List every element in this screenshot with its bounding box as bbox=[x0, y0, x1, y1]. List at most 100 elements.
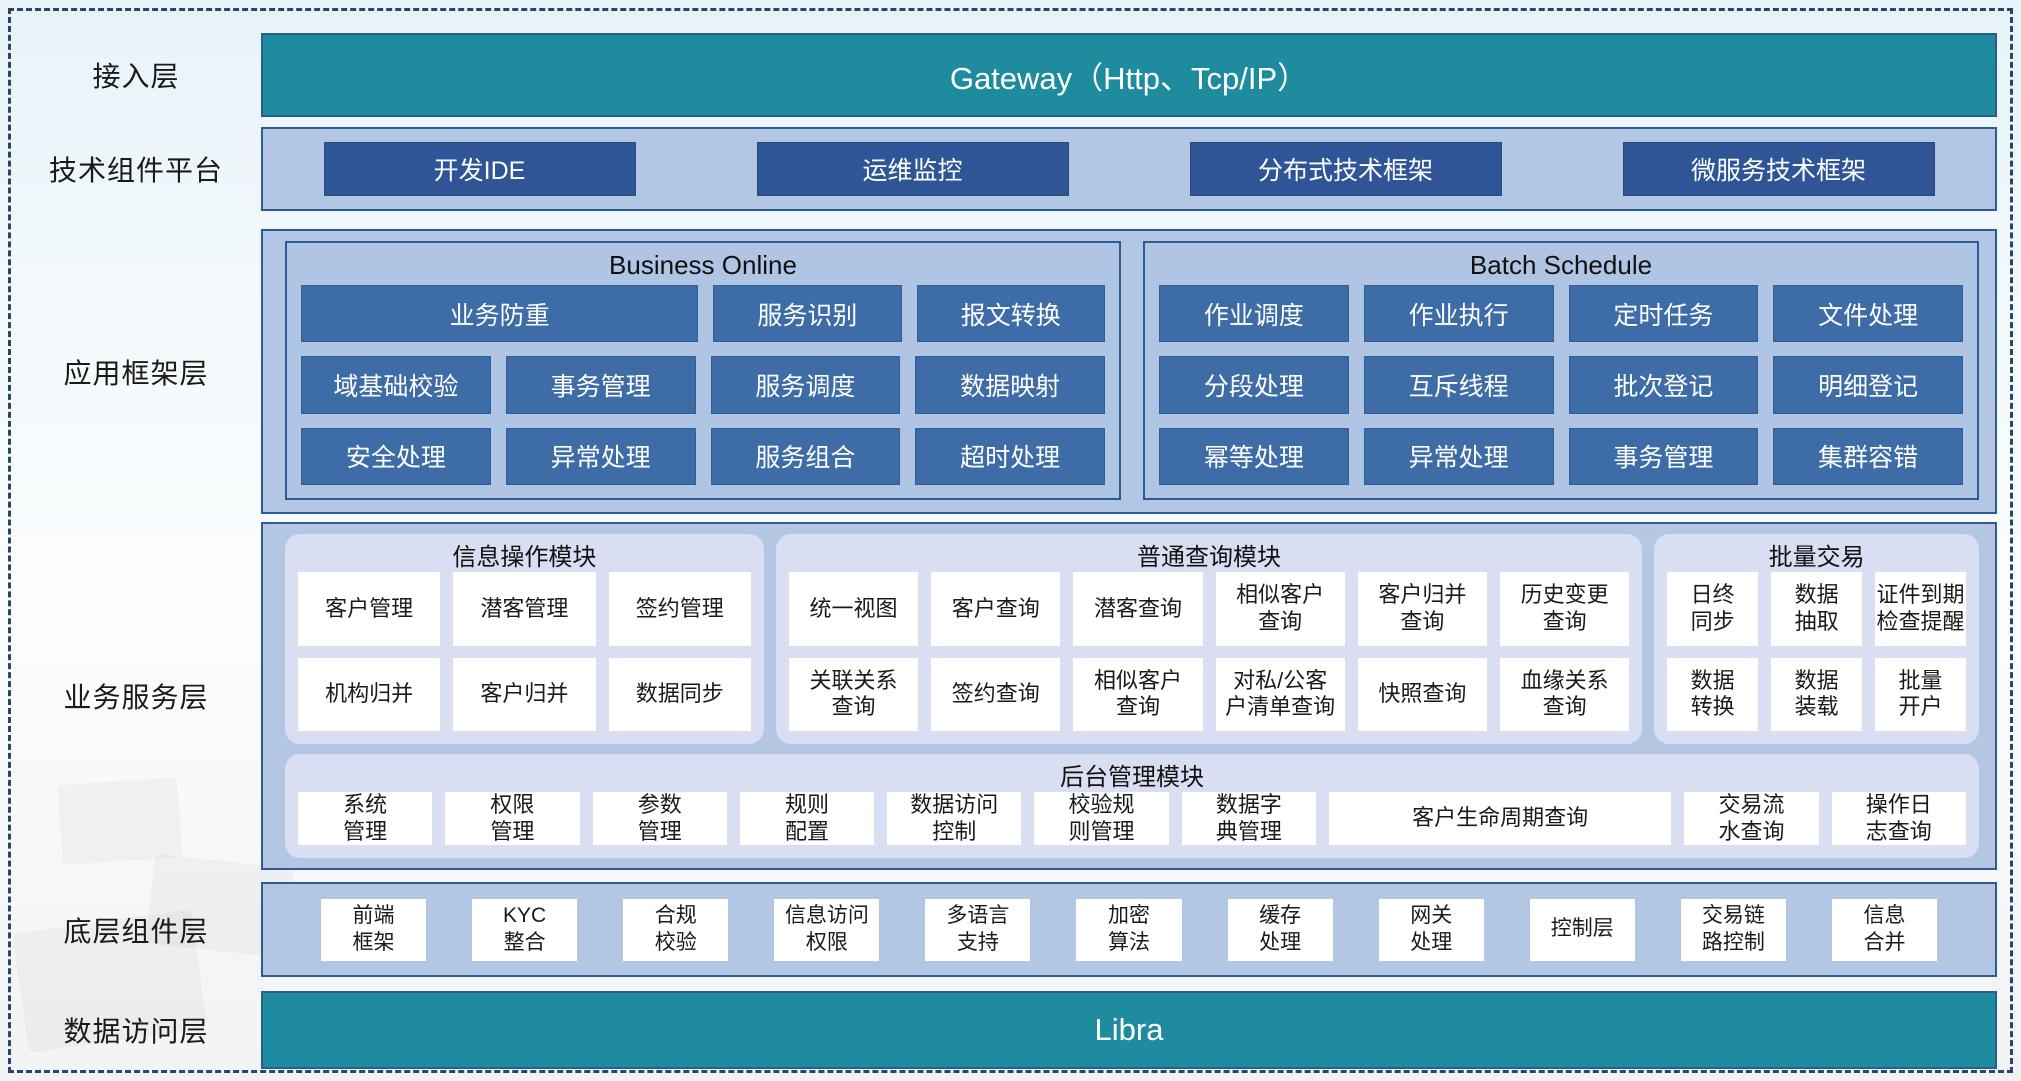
info-operations-item: 潜客管理 bbox=[453, 572, 596, 646]
general-query-item: 关联关系 查询 bbox=[788, 657, 919, 732]
business-online-item: 数据映射 bbox=[915, 356, 1105, 414]
general-query-item: 历史变更 查询 bbox=[1500, 572, 1630, 646]
admin-item: 权限 管理 bbox=[445, 792, 580, 845]
business-online-item: 服务识别 bbox=[713, 285, 902, 343]
admin-item: 校验规 则管理 bbox=[1034, 792, 1169, 845]
admin-items-row: 系统 管理权限 管理参数 管理规则 配置数据访问 控制校验规 则管理数据字 典管… bbox=[298, 792, 1966, 845]
batch-trade-item: 证件到期 检查提醒 bbox=[1875, 572, 1967, 646]
tech-platform-item-cell: 微服务技术框架 bbox=[1562, 142, 1995, 196]
batch-trade-title: 批量交易 bbox=[1768, 543, 1865, 571]
admin-item: 客户生命周期查询 bbox=[1328, 792, 1672, 845]
general-query-item: 快照查询 bbox=[1357, 657, 1488, 732]
business-online-item: 报文转换 bbox=[916, 285, 1105, 343]
component-item: 网关 处理 bbox=[1378, 898, 1484, 961]
general-query-item: 血缘关系 查询 bbox=[1500, 657, 1630, 732]
batch-schedule-item: 事务管理 bbox=[1568, 427, 1759, 485]
info-operations-item: 签约管理 bbox=[608, 572, 751, 646]
service-layer-row: 业务服务层 信息操作模块 客户管理潜客管理签约管理 机构归并客户归并数据同步 普… bbox=[11, 522, 1997, 870]
general-query-item: 相似客户 查询 bbox=[1073, 657, 1203, 732]
batch-schedule-item: 异常处理 bbox=[1363, 427, 1554, 485]
info-operations-item: 机构归并 bbox=[298, 657, 441, 732]
business-online-panel: Business Online 业务防重服务识别报文转换 域基础校验事务管理服务… bbox=[285, 241, 1121, 500]
general-query-item: 对私/公客 户清单查询 bbox=[1215, 657, 1345, 732]
tech-platform-item-cell: 开发IDE bbox=[263, 142, 696, 196]
business-online-row: 安全处理异常处理服务组合超时处理 bbox=[301, 427, 1105, 485]
info-operations-module: 信息操作模块 客户管理潜客管理签约管理 机构归并客户归并数据同步 bbox=[285, 534, 764, 745]
general-query-item: 客户归并 查询 bbox=[1357, 572, 1488, 646]
general-query-row: 统一视图客户查询潜客查询相似客户 查询客户归并 查询历史变更 查询 bbox=[788, 572, 1630, 646]
admin-item: 数据字 典管理 bbox=[1181, 792, 1316, 845]
tech-platform-item: 运维监控 bbox=[756, 142, 1069, 196]
batch-schedule-item: 分段处理 bbox=[1159, 356, 1349, 414]
batch-schedule-item: 作业调度 bbox=[1159, 285, 1349, 343]
component-item: 缓存 处理 bbox=[1227, 898, 1333, 961]
admin-item: 规则 配置 bbox=[739, 792, 875, 845]
general-query-item: 统一视图 bbox=[788, 572, 919, 646]
component-item: 信息 合并 bbox=[1831, 898, 1938, 961]
batch-schedule-row: 分段处理互斥线程批次登记明细登记 bbox=[1159, 356, 1963, 414]
business-online-title: Business Online bbox=[609, 249, 797, 280]
business-online-item: 事务管理 bbox=[505, 356, 696, 414]
batch-schedule-panel: Batch Schedule 作业调度作业执行定时任务文件处理 分段处理互斥线程… bbox=[1143, 241, 1979, 500]
batch-schedule-item: 互斥线程 bbox=[1363, 356, 1554, 414]
batch-trade-row: 数据 转换数据 装载批量 开户 bbox=[1667, 657, 1967, 732]
business-online-item: 业务防重 bbox=[301, 285, 699, 343]
business-online-item: 安全处理 bbox=[301, 427, 491, 485]
admin-module-title: 后台管理模块 bbox=[1060, 763, 1204, 791]
tech-platform-item: 开发IDE bbox=[323, 142, 636, 196]
component-layer-label: 底层组件层 bbox=[63, 915, 209, 947]
general-query-row: 关联关系 查询签约查询相似客户 查询对私/公客 户清单查询快照查询血缘关系 查询 bbox=[788, 657, 1630, 732]
batch-schedule-row: 幂等处理异常处理事务管理集群容错 bbox=[1159, 427, 1963, 485]
app-framework-label: 应用框架层 bbox=[63, 357, 209, 389]
libra-bar: Libra bbox=[261, 991, 1997, 1069]
general-query-item: 签约查询 bbox=[931, 657, 1061, 732]
batch-trade-item: 数据 转换 bbox=[1667, 657, 1759, 732]
admin-item: 系统 管理 bbox=[298, 792, 433, 845]
info-operations-row: 机构归并客户归并数据同步 bbox=[298, 657, 751, 732]
app-framework-row: 应用框架层 Business Online 业务防重服务识别报文转换 域基础校验… bbox=[11, 229, 1997, 514]
access-layer-label: 接入层 bbox=[92, 61, 180, 92]
tech-platform-container: 开发IDE 运维监控 分布式技术框架 微服务技术框架 bbox=[261, 127, 1997, 211]
info-operations-item: 数据同步 bbox=[608, 657, 751, 732]
batch-schedule-title: Batch Schedule bbox=[1469, 249, 1653, 280]
business-online-item: 超时处理 bbox=[915, 427, 1105, 485]
tech-platform-item: 分布式技术框架 bbox=[1189, 142, 1502, 196]
access-layer-row: 接入层 Gateway（Http、Tcp/IP） bbox=[11, 33, 1997, 117]
batch-trade-item: 批量 开户 bbox=[1875, 657, 1967, 732]
app-framework-container: Business Online 业务防重服务识别报文转换 域基础校验事务管理服务… bbox=[261, 229, 1997, 514]
general-query-item: 潜客查询 bbox=[1073, 572, 1203, 646]
tech-platform-item: 微服务技术框架 bbox=[1622, 142, 1935, 196]
business-online-item: 服务组合 bbox=[710, 427, 901, 485]
admin-item: 参数 管理 bbox=[592, 792, 727, 845]
admin-item: 交易流 水查询 bbox=[1684, 792, 1819, 845]
component-item: 交易链 路控制 bbox=[1680, 898, 1786, 961]
component-item: 前端 框架 bbox=[321, 898, 427, 961]
info-operations-row: 客户管理潜客管理签约管理 bbox=[298, 572, 751, 646]
batch-schedule-item: 定时任务 bbox=[1568, 285, 1759, 343]
tech-platform-item-cell: 运维监控 bbox=[696, 142, 1129, 196]
batch-schedule-item: 明细登记 bbox=[1773, 356, 1963, 414]
admin-item: 操作日 志查询 bbox=[1831, 792, 1966, 845]
data-access-layer-row: 数据访问层 Libra bbox=[11, 991, 1997, 1069]
service-modules-row: 信息操作模块 客户管理潜客管理签约管理 机构归并客户归并数据同步 普通查询模块 … bbox=[285, 534, 1980, 745]
batch-schedule-item: 文件处理 bbox=[1773, 285, 1963, 343]
business-online-item: 异常处理 bbox=[505, 427, 696, 485]
info-operations-title: 信息操作模块 bbox=[452, 543, 597, 571]
general-query-item: 客户查询 bbox=[931, 572, 1061, 646]
batch-trade-row: 日终 同步数据 抽取证件到期 检查提醒 bbox=[1667, 572, 1967, 646]
component-item: 多语言 支持 bbox=[925, 898, 1031, 961]
tech-platform-item-cell: 分布式技术框架 bbox=[1129, 142, 1562, 196]
admin-module: 后台管理模块 系统 管理权限 管理参数 管理规则 配置数据访问 控制校验规 则管… bbox=[285, 754, 1979, 858]
batch-trade-module: 批量交易 日终 同步数据 抽取证件到期 检查提醒 数据 转换数据 装载批量 开户 bbox=[1654, 534, 1980, 745]
admin-item: 数据访问 控制 bbox=[887, 792, 1022, 845]
business-online-row: 域基础校验事务管理服务调度数据映射 bbox=[301, 356, 1105, 414]
batch-schedule-item: 幂等处理 bbox=[1159, 427, 1349, 485]
general-query-module: 普通查询模块 统一视图客户查询潜客查询相似客户 查询客户归并 查询历史变更 查询… bbox=[775, 534, 1643, 745]
service-layer-container: 信息操作模块 客户管理潜客管理签约管理 机构归并客户归并数据同步 普通查询模块 … bbox=[261, 522, 1997, 870]
component-item: 控制层 bbox=[1529, 898, 1635, 961]
